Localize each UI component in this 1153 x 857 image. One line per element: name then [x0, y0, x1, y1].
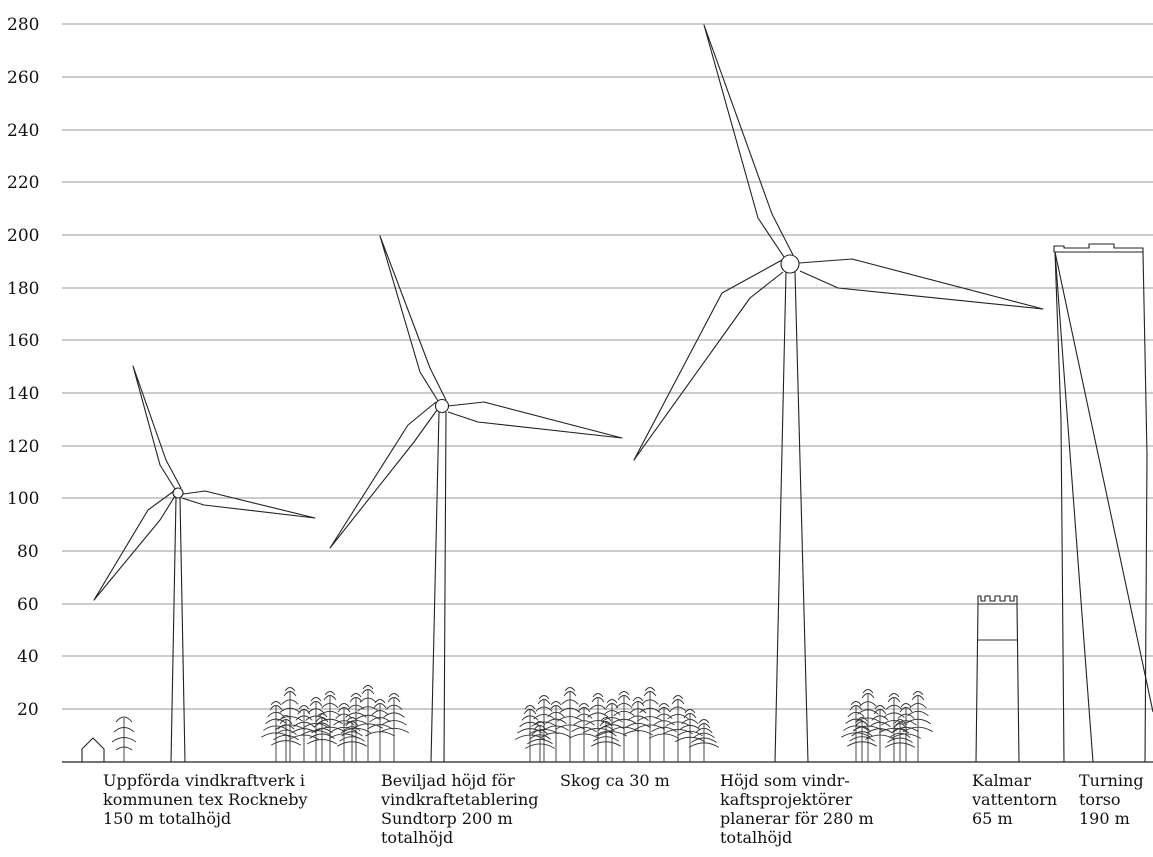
tree-icon [568, 703, 600, 762]
tree-icon [852, 689, 884, 762]
caption-turning-torso: Turning torso 190 m [1079, 771, 1144, 828]
caption-built-turbines: Uppförda vindkraftverk i kommunen tex Ro… [103, 771, 308, 828]
caption-forest: Skog ca 30 m [560, 771, 670, 790]
caption-planned-height: Höjd som vindr- kaftsprojektörer planera… [720, 771, 874, 847]
tree-icon [884, 719, 916, 762]
turbine-tower [774, 271, 809, 763]
tree-icon [634, 687, 666, 762]
turbine-tower [430, 411, 447, 763]
y-axis-tick-labels: 280 260 240 220 200 180 160 140 120 100 … [7, 15, 39, 720]
tree-icon [648, 703, 680, 762]
turbine-blade [329, 401, 438, 549]
tree-icon [336, 717, 368, 762]
tree-icon [274, 687, 306, 762]
forest-group [514, 687, 720, 762]
tree-icon [890, 703, 922, 762]
tree-icon [340, 693, 372, 762]
tree-icon [622, 697, 654, 762]
turbine-hub [434, 398, 450, 414]
turbine-blade [93, 490, 176, 601]
tick-label-220: 220 [7, 173, 39, 193]
tick-label-60: 60 [17, 595, 39, 615]
tree-icon [582, 693, 614, 762]
tick-label-160: 160 [7, 331, 39, 351]
turbine-blade [798, 258, 1044, 310]
tick-label-280: 280 [7, 15, 39, 35]
tree-icon [288, 705, 320, 762]
turbine-blade [379, 235, 447, 402]
tree-icon [878, 693, 910, 762]
tree-icon [364, 699, 396, 762]
tick-label-140: 140 [7, 384, 39, 404]
forest-group [260, 685, 410, 762]
turbine-blade [181, 490, 316, 519]
small-tree-icon [111, 716, 137, 762]
tree-icon [674, 709, 706, 762]
tick-label-240: 240 [7, 121, 39, 141]
tree-icon [300, 697, 332, 762]
gridlines [62, 23, 1153, 763]
tree-icon [902, 691, 934, 762]
tick-label-40: 40 [17, 647, 39, 667]
tree-icon [328, 703, 360, 762]
wind-turbine-planned [633, 24, 1044, 763]
tree-icon [608, 691, 640, 762]
wind-turbine-rockneby [93, 365, 316, 763]
turbine-blade [703, 24, 794, 258]
tick-label-120: 120 [7, 437, 39, 457]
tree-icon [590, 717, 622, 762]
tick-label-80: 80 [17, 542, 39, 562]
caption-approved-height: Beviljad höjd för vindkraftetablering Su… [381, 771, 539, 847]
turbine-blade [447, 401, 623, 439]
tick-label-100: 100 [7, 489, 39, 509]
tree-icon [524, 721, 556, 762]
tree-icon [864, 705, 896, 762]
tree-icon [314, 691, 346, 762]
turbine-hub [780, 254, 800, 274]
tree-icon [688, 719, 720, 762]
caption-water-tower: Kalmar vattentorn 65 m [972, 771, 1058, 828]
tree-icon [540, 701, 572, 762]
wind-turbine-sundtorp [329, 235, 623, 763]
tree-icon [554, 687, 586, 762]
tree-icon [306, 713, 338, 762]
forest-group [840, 689, 934, 762]
tree-icon [840, 701, 872, 762]
tick-label-200: 200 [7, 226, 39, 246]
tree-icon [846, 717, 878, 762]
tree-icon [662, 695, 694, 762]
turning-torso [1053, 243, 1153, 763]
turbine-hub [172, 487, 184, 499]
house-icon [81, 737, 105, 762]
tree-icon [352, 685, 384, 762]
kalmar-water-tower [975, 595, 1020, 763]
turbine-blade [132, 365, 182, 490]
turbine-blade [633, 259, 784, 461]
turbine-tower [170, 497, 186, 763]
tick-label-260: 260 [7, 68, 39, 88]
tree-icon [378, 693, 410, 762]
tree-icon [270, 715, 302, 762]
tree-icon [514, 705, 546, 762]
tick-label-20: 20 [17, 700, 39, 720]
tick-label-180: 180 [7, 279, 39, 299]
